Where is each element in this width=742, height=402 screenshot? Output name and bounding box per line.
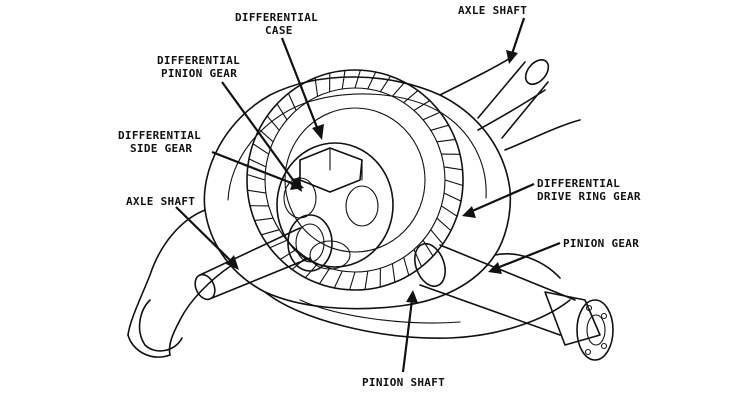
ring-gear-tooth (246, 173, 266, 181)
ring-gear-tooth (341, 69, 346, 90)
ring-gear-tooth (287, 92, 297, 112)
ring-gear-tooth (436, 217, 452, 232)
ring-gear-tooth (440, 205, 458, 217)
ring-gear-tooth (266, 115, 280, 131)
label-differential-case-line2: CASE (265, 24, 293, 37)
ring-gear-tooth (444, 179, 464, 187)
label-axle-shaft-left: AXLE SHAFT (126, 195, 195, 208)
label-differential-side-gear-line1: DIFFERENTIAL (118, 129, 201, 142)
label-differential-side-gear-line2: SIDE GEAR (130, 142, 192, 155)
ring-gear (246, 69, 464, 291)
ring-gear-tooth (422, 239, 434, 257)
ring-gear-tooth (436, 138, 456, 143)
ring-gear-tooth (430, 124, 450, 131)
ring-gear-tooth (430, 229, 444, 245)
label-differential-case: DIFFERENTIAL CASE (235, 11, 318, 37)
ring-gear-tooth (367, 71, 377, 90)
ring-gear-tooth (258, 128, 274, 143)
differential-case-body (276, 142, 394, 270)
label-differential-side-gear: DIFFERENTIAL SIDE GEAR (118, 129, 201, 155)
ring-gear-tooth (403, 90, 419, 104)
ring-gear-tooth (246, 189, 267, 194)
ring-gear-tooth (349, 271, 356, 291)
ring-gear-tooth (364, 270, 369, 291)
label-differential-pinion-gear-line2: PINION GEAR (161, 67, 237, 80)
label-differential-drive-ring-gear: DIFFERENTIAL DRIVE RING GEAR (537, 177, 641, 203)
ring-gear-tooth (391, 263, 396, 283)
ring-gear-tooth (260, 229, 280, 236)
ring-gear-tooth (279, 248, 297, 260)
ring-gear-tooth (443, 166, 464, 171)
ring-gear-tooth (354, 69, 361, 89)
ring-gear-tooth (276, 103, 288, 121)
label-pinion-gear: PINION GEAR (563, 237, 639, 250)
label-differential-case-line1: DIFFERENTIAL (235, 11, 318, 24)
label-differential-drive-ring-gear-line1: DIFFERENTIAL (537, 177, 620, 190)
ring-gear-tooth (443, 192, 462, 202)
ring-gear-tooth (379, 75, 392, 93)
ring-gear-tooth (304, 263, 319, 279)
ring-gear-tooth (291, 256, 307, 270)
label-pinion-shaft: PINION SHAFT (362, 376, 445, 389)
ring-gear-tooth (269, 239, 288, 249)
leader-lines (175, 17, 561, 373)
axle-housing (127, 54, 581, 358)
ring-gear-tooth (333, 270, 343, 289)
ring-gear-tooth (252, 143, 270, 155)
ring-gear-tooth (413, 100, 431, 112)
ring-gear-tooth (314, 77, 319, 97)
label-axle-shaft-right: AXLE SHAFT (458, 4, 527, 17)
axle-shaft-upper-right (477, 59, 550, 139)
ring-gear-tooth (254, 217, 274, 222)
label-differential-pinion-gear: DIFFERENTIAL PINION GEAR (157, 54, 240, 80)
ring-gear-tooth (391, 81, 406, 97)
ring-gear-tooth (318, 267, 331, 285)
pinion-shaft-assembly (414, 242, 614, 361)
label-differential-pinion-gear-line1: DIFFERENTIAL (157, 54, 240, 67)
ring-gear-tooth (248, 158, 267, 168)
ring-gear-tooth (422, 111, 441, 121)
label-differential-drive-ring-gear-line2: DRIVE RING GEAR (537, 190, 641, 203)
ring-gear-tooth (403, 256, 410, 276)
